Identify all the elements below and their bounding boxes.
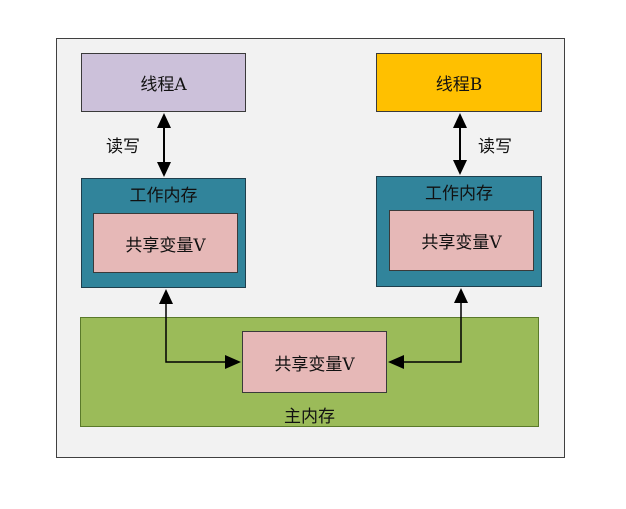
working-memory-a: 工作内存 共享变量V	[81, 178, 246, 288]
working-memory-b-shared-variable: 共享变量V	[389, 210, 534, 271]
working-memory-a-title: 工作内存	[129, 186, 198, 206]
main-memory-shared-variable-label: 共享变量V	[274, 354, 355, 375]
thread-b-box: 线程B	[376, 53, 542, 112]
main-memory-title: 主内存	[284, 407, 335, 427]
working-memory-b-title: 工作内存	[425, 184, 493, 204]
main-memory-shared-variable: 共享变量V	[242, 331, 387, 393]
working-memory-a-shared-variable: 共享变量V	[93, 213, 238, 273]
working-memory-a-shared-variable-label: 共享变量V	[125, 235, 206, 256]
read-write-label-a: 读写	[106, 137, 140, 157]
working-memory-b: 工作内存 共享变量V	[376, 176, 542, 287]
read-write-label-b: 读写	[478, 137, 512, 157]
thread-b-label: 线程B	[435, 75, 483, 95]
thread-a-label: 线程A	[140, 75, 187, 95]
working-memory-b-shared-variable-label: 共享变量V	[421, 233, 502, 253]
thread-a-box: 线程A	[81, 53, 246, 112]
